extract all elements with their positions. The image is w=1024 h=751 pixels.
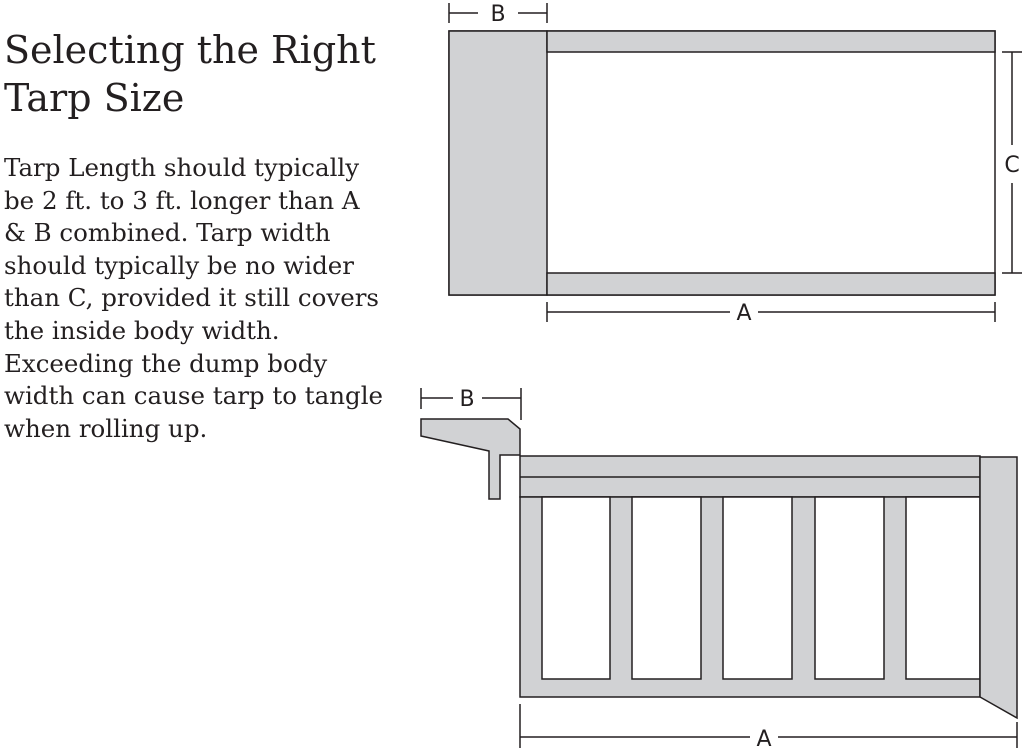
side-view-panel bbox=[814, 496, 885, 680]
description-line: the inside body width. bbox=[4, 315, 280, 345]
side-view-cab-shield bbox=[420, 418, 521, 500]
description-line: when rolling up. bbox=[4, 413, 208, 443]
title-line-1: Selecting the Right bbox=[4, 28, 376, 72]
description-line: Exceeding the dump body bbox=[4, 348, 328, 378]
description-line: width can cause tarp to tangle bbox=[4, 381, 384, 411]
description-line: be 2 ft. to 3 ft. longer than A bbox=[4, 185, 360, 215]
side-view-label-b: B bbox=[459, 387, 474, 412]
side-view-panel bbox=[541, 496, 611, 680]
top-view-cab-section bbox=[448, 30, 548, 296]
side-view-panel bbox=[631, 496, 702, 680]
description-line: than C, provided it still covers bbox=[4, 283, 380, 313]
top-view-bottom-rail bbox=[546, 272, 996, 296]
top-view-label-c: C bbox=[1004, 153, 1019, 178]
description-text: Tarp Length should typically be 2 ft. to… bbox=[4, 152, 419, 445]
page-title: Selecting the Right Tarp Size bbox=[4, 26, 424, 122]
top-view-label-b: B bbox=[490, 2, 505, 27]
description-line: should typically be no wider bbox=[4, 250, 355, 280]
side-view-label-a: A bbox=[756, 727, 771, 751]
title-line-2: Tarp Size bbox=[4, 76, 185, 120]
description-line: Tarp Length should typically bbox=[4, 153, 360, 182]
top-view-top-rail bbox=[546, 30, 996, 53]
description-line: & B combined. Tarp width bbox=[4, 218, 331, 248]
side-view-panel bbox=[905, 496, 981, 680]
top-view-label-a: A bbox=[736, 301, 751, 326]
side-view-panel bbox=[722, 496, 793, 680]
side-view-tailgate bbox=[979, 456, 1018, 720]
